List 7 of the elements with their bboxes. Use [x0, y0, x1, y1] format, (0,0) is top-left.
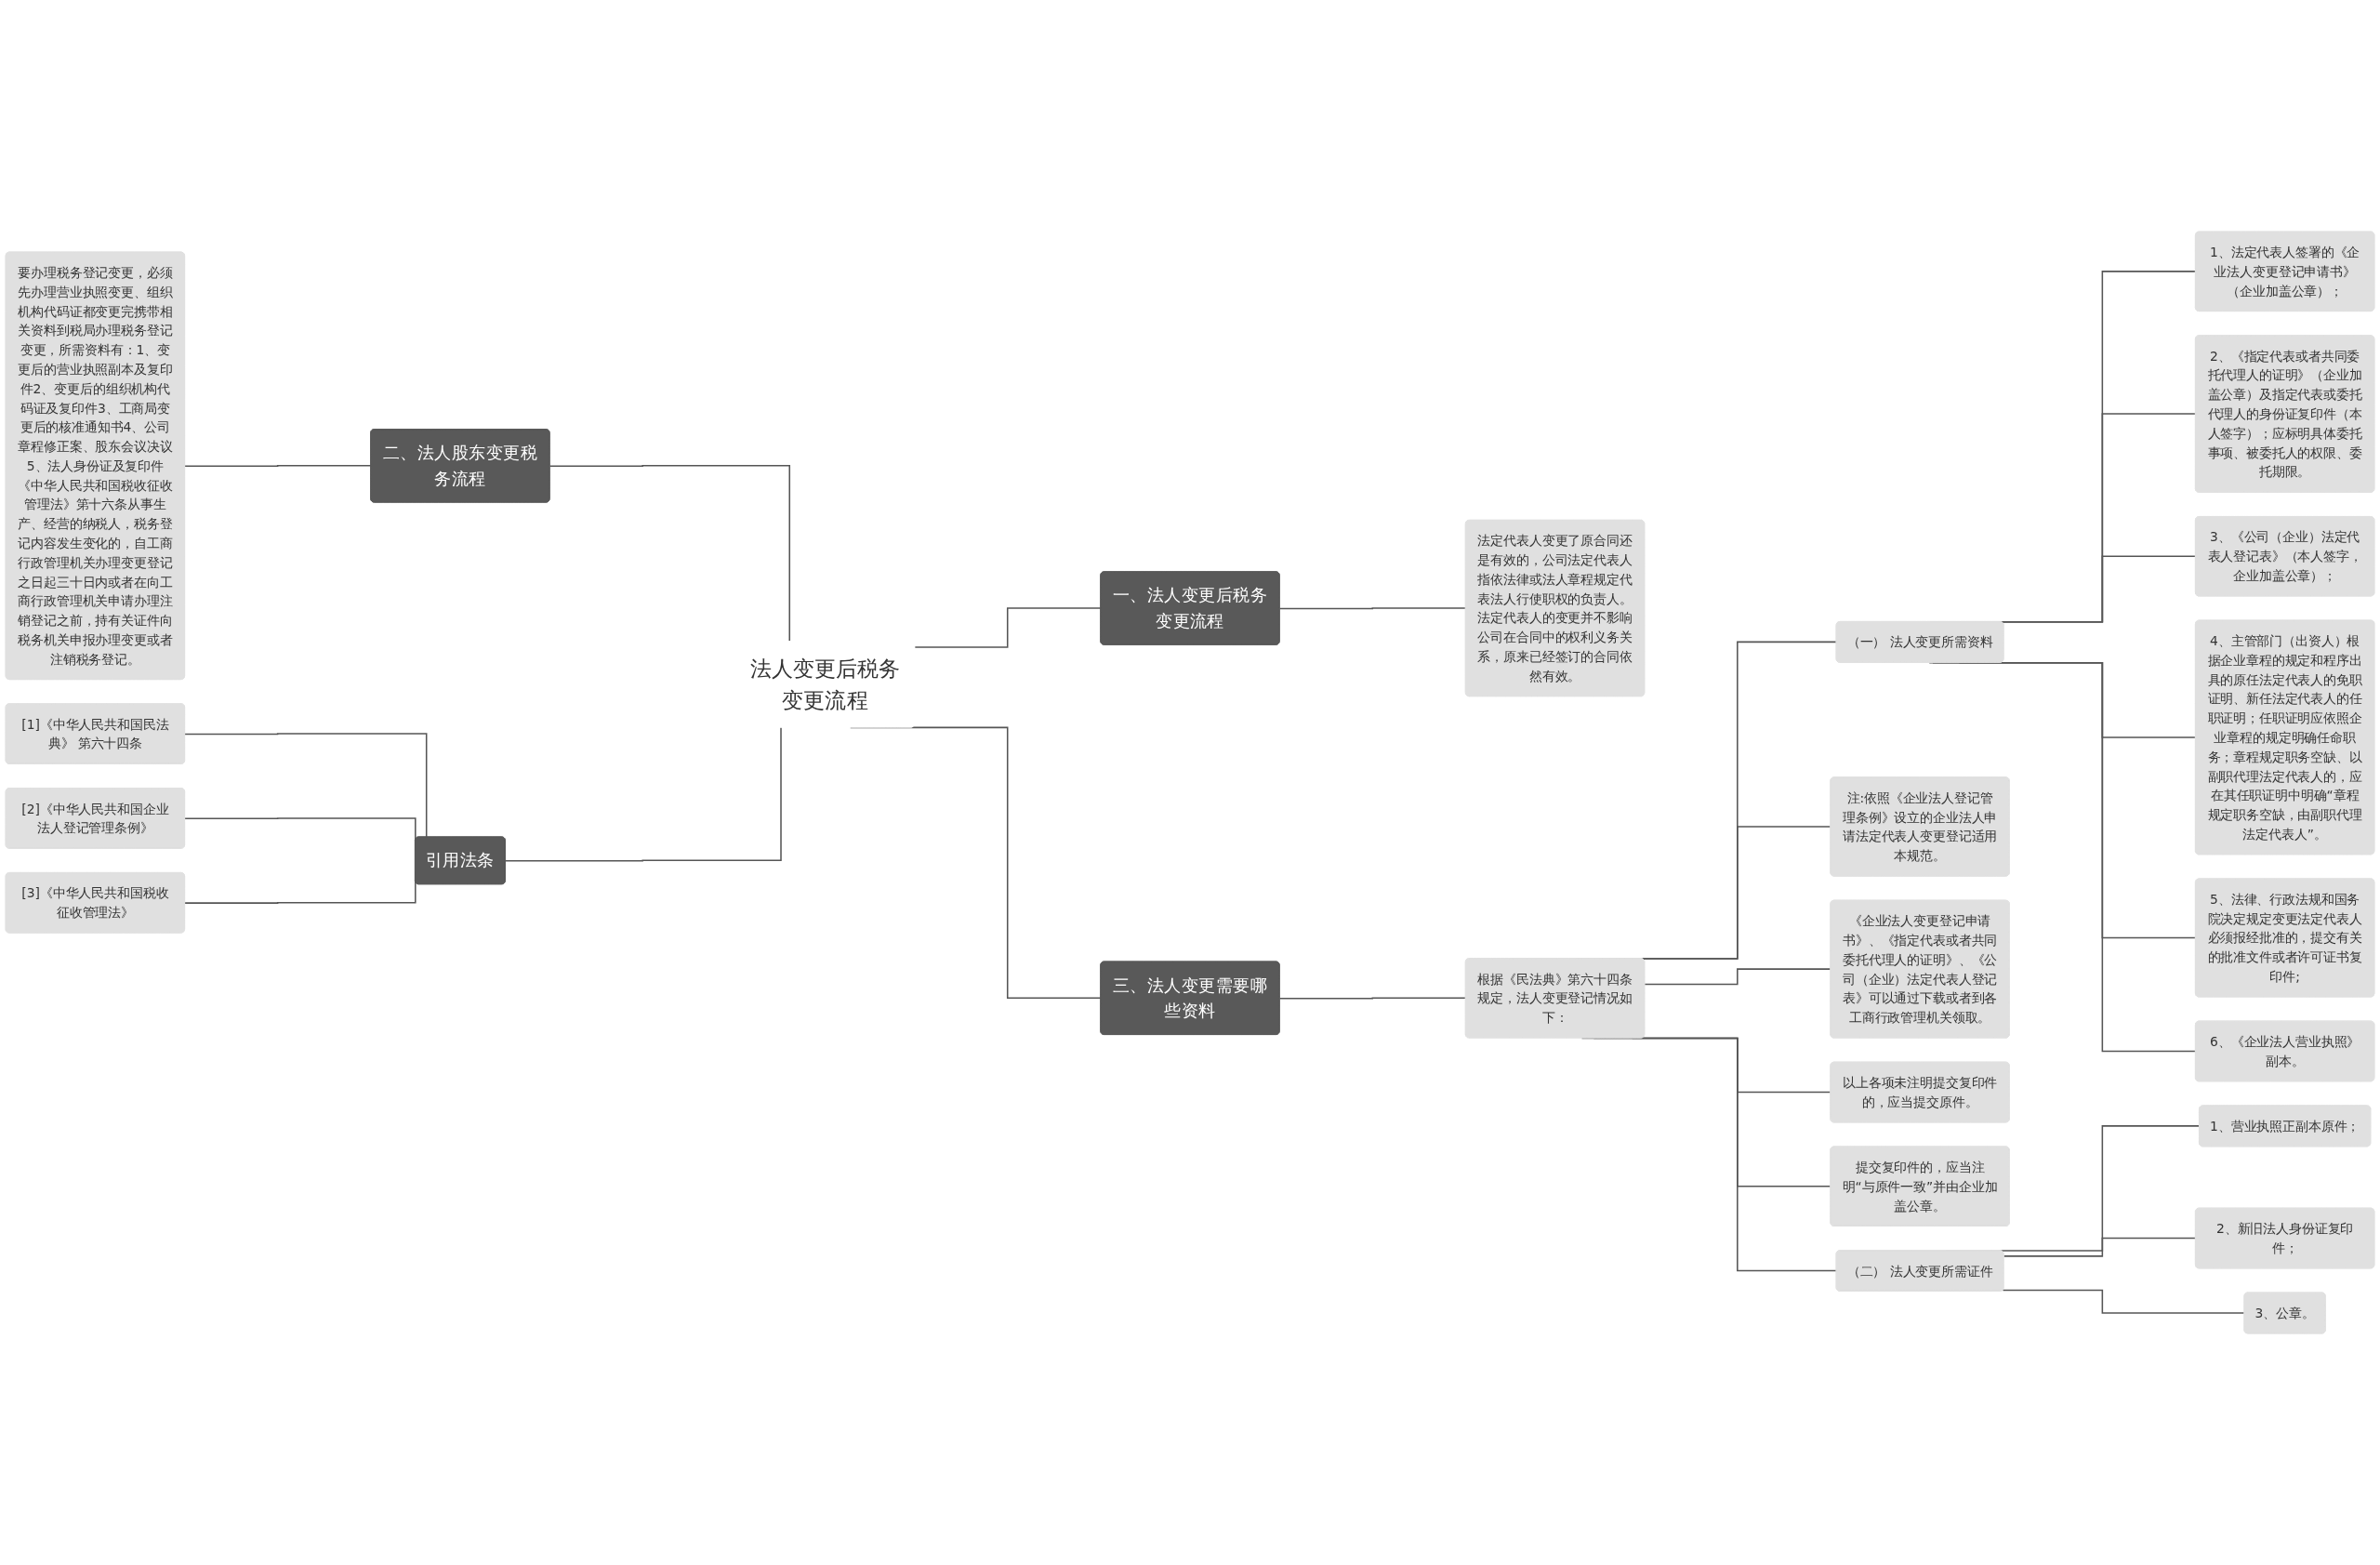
connector	[1278, 997, 1467, 1000]
connector	[549, 465, 791, 643]
connector	[505, 726, 782, 862]
connector	[184, 465, 372, 467]
connector	[914, 607, 1102, 648]
connector	[2003, 1237, 2197, 1257]
connector	[1278, 607, 1467, 610]
